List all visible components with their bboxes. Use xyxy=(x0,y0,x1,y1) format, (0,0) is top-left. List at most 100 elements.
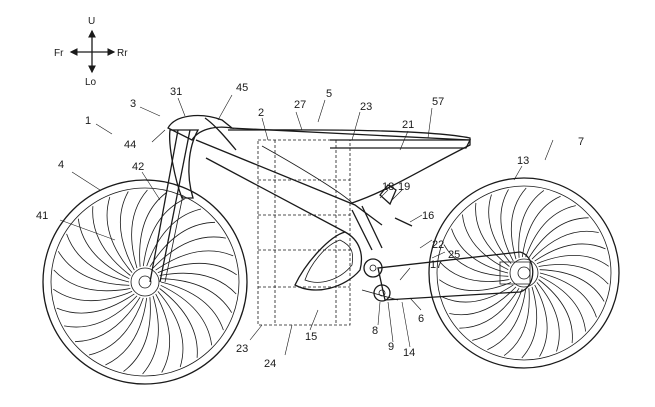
callout-23-top: 23 xyxy=(360,101,372,113)
spoke xyxy=(475,202,510,267)
spoke xyxy=(92,206,131,276)
spoke xyxy=(439,261,510,282)
callout-21: 21 xyxy=(402,119,414,131)
spoke xyxy=(157,291,184,368)
leader-lines xyxy=(59,94,554,356)
callout-13: 13 xyxy=(517,155,529,167)
spoke xyxy=(459,287,520,329)
spoke xyxy=(539,272,597,318)
spoke xyxy=(139,192,167,267)
callout-3: 3 xyxy=(130,98,136,110)
callout-6: 6 xyxy=(418,313,424,325)
spoke xyxy=(488,194,512,264)
callout-18: 18 xyxy=(382,181,394,193)
spoke xyxy=(160,278,233,313)
spoke xyxy=(539,269,605,302)
spoke xyxy=(88,297,144,356)
callout-22: 22 xyxy=(432,239,444,251)
spoke xyxy=(155,250,234,271)
spoke xyxy=(160,284,213,346)
spoke xyxy=(123,297,151,372)
callout-31: 31 xyxy=(170,86,182,98)
spoke xyxy=(503,288,530,356)
spoke xyxy=(536,282,560,352)
callout-45: 45 xyxy=(236,82,248,94)
label-low: Lo xyxy=(85,77,97,88)
spoke xyxy=(77,218,130,280)
spoke xyxy=(534,284,548,357)
spoke xyxy=(439,279,512,292)
spoke xyxy=(536,254,609,267)
callout-2: 2 xyxy=(258,107,264,119)
main-frame xyxy=(195,127,471,291)
spoke xyxy=(64,295,138,328)
spoke xyxy=(528,217,589,259)
spoke xyxy=(510,187,527,260)
front-wheel-spokes xyxy=(53,189,237,375)
spoke xyxy=(442,284,514,303)
spoke xyxy=(149,221,216,268)
callout-19: 19 xyxy=(398,181,410,193)
callout-27: 27 xyxy=(294,99,306,111)
spoke xyxy=(531,230,599,260)
spoke xyxy=(152,236,226,269)
spoke xyxy=(462,214,509,271)
spoke xyxy=(146,208,202,267)
spoke xyxy=(53,269,131,292)
callout-8: 8 xyxy=(372,325,378,337)
callout-5: 5 xyxy=(326,88,332,100)
callout-4: 4 xyxy=(58,159,64,171)
rear-wheel xyxy=(428,177,620,369)
spoke xyxy=(159,288,198,358)
battery-box xyxy=(257,139,351,326)
callout-1: 1 xyxy=(85,115,91,127)
front-wheel xyxy=(42,179,248,385)
spoke xyxy=(159,272,237,295)
label-front: Fr xyxy=(54,48,64,59)
spoke xyxy=(57,251,130,286)
callout-42: 42 xyxy=(132,161,144,173)
spoke xyxy=(142,295,159,375)
callout-16: 16 xyxy=(422,210,434,222)
spoke xyxy=(487,288,527,351)
callout-9: 9 xyxy=(388,341,394,353)
spoke xyxy=(521,286,538,359)
orientation-compass: U Lo Fr Rr xyxy=(54,16,128,88)
callouts: 1 2 3 4 5 6 7 8 9 13 14 15 16 17 18 19 2… xyxy=(36,82,584,370)
spoke xyxy=(131,189,148,269)
spoke xyxy=(449,286,517,316)
spoke xyxy=(538,264,609,285)
spoke xyxy=(157,262,237,276)
callout-41: 41 xyxy=(36,210,48,222)
label-rear: Rr xyxy=(117,48,128,59)
spoke xyxy=(525,205,576,258)
rear-wheel-spokes xyxy=(439,187,609,359)
spoke xyxy=(66,233,130,283)
spoke xyxy=(472,288,523,341)
spoke xyxy=(105,297,148,366)
callout-23-bottom: 23 xyxy=(236,343,248,355)
callout-15: 15 xyxy=(305,331,317,343)
spoke xyxy=(539,275,586,332)
spoke xyxy=(142,198,185,267)
swing-arm xyxy=(377,251,534,301)
spoke xyxy=(53,288,133,302)
spoke xyxy=(106,196,133,273)
callout-57: 57 xyxy=(432,96,444,108)
spoke xyxy=(119,191,135,271)
spoke xyxy=(521,195,561,258)
label-up: U xyxy=(88,16,95,27)
callout-25: 25 xyxy=(448,249,460,261)
front-fork xyxy=(149,129,200,283)
callout-14: 14 xyxy=(403,347,415,359)
spoke xyxy=(155,293,171,373)
callout-17: 17 xyxy=(430,259,442,271)
rear-suspension xyxy=(351,184,413,302)
callout-7: 7 xyxy=(578,136,584,148)
spoke xyxy=(160,281,224,331)
callout-44: 44 xyxy=(124,139,136,151)
spoke xyxy=(538,279,573,344)
spoke xyxy=(74,296,141,343)
